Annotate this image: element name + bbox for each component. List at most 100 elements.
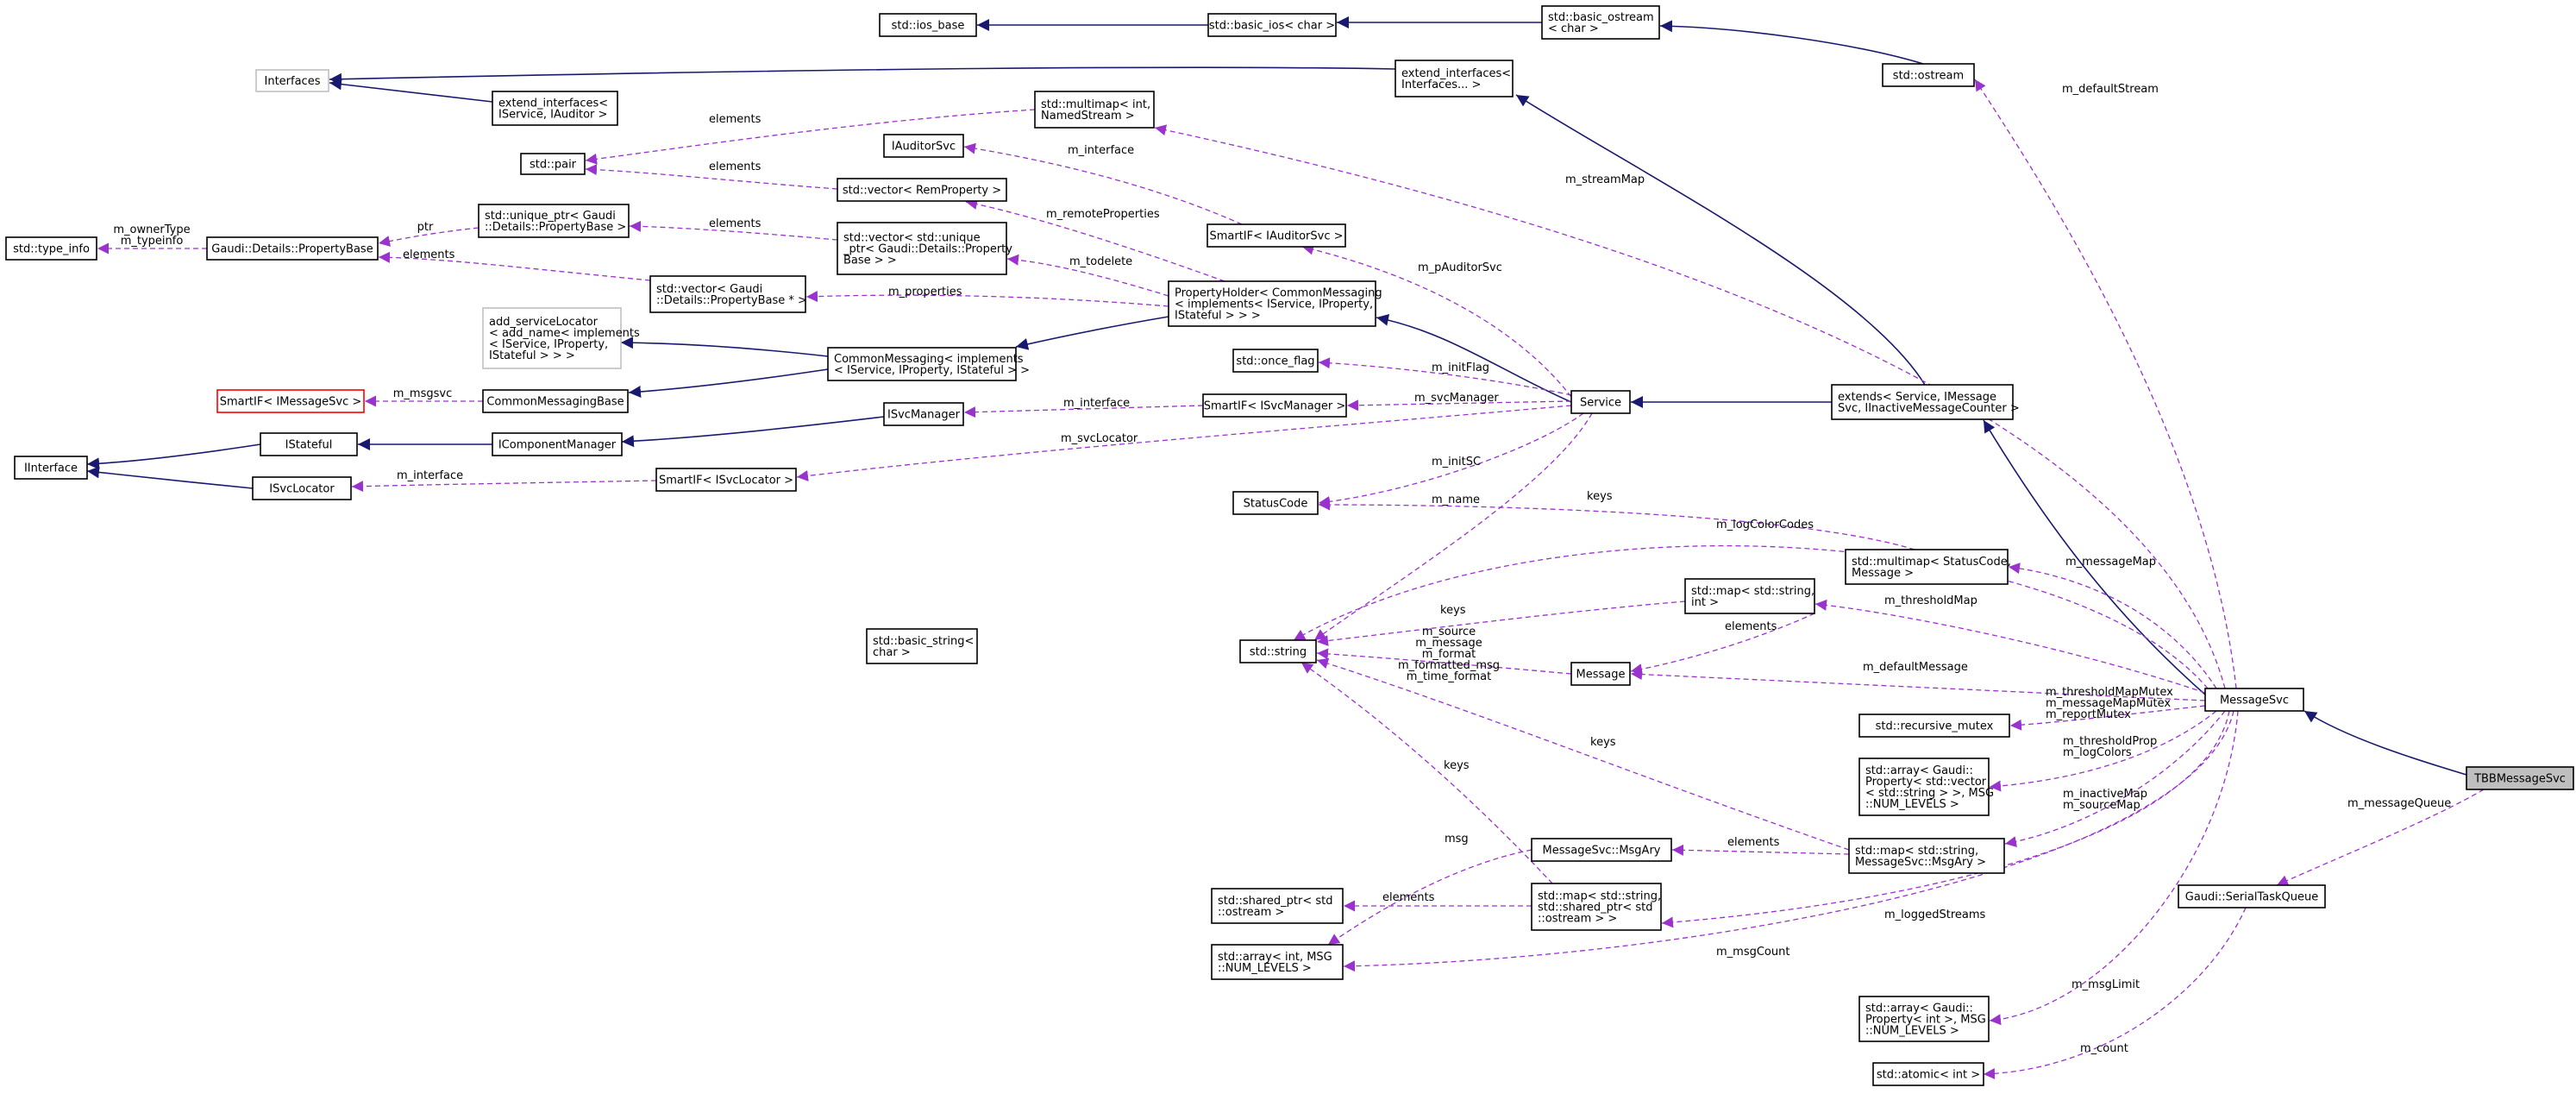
class-node-multimap-sc-msg[interactable]: std::multimap< StatusCode,Message > <box>1845 549 2011 585</box>
class-node-common-messaging-base[interactable]: CommonMessagingBase <box>482 389 629 413</box>
class-node-label: std::pair <box>530 159 577 172</box>
class-node-smartif-msgsvc[interactable]: SmartIF< IMessageSvc > <box>216 389 365 413</box>
class-node-icomponentmanager[interactable]: IComponentManager <box>492 432 623 456</box>
class-node-label: MessageSvc::MsgAry <box>1542 845 1660 858</box>
class-node-atomic-int[interactable]: std::atomic< int > <box>1872 1062 1984 1086</box>
class-node-istateful[interactable]: IStateful <box>260 432 358 456</box>
inheritance-arrow <box>329 66 1396 85</box>
inheritance-arrow <box>329 78 493 103</box>
class-node-extend-interfaces-var[interactable]: extend_interfaces<Interfaces... > <box>1395 60 1514 97</box>
class-node-array-int-levels[interactable]: std::array< int, MSG::NUM_LEVELS > <box>1211 944 1344 980</box>
edge-label-keys-multimap: keys <box>1587 490 1613 503</box>
class-node-recursive-mutex[interactable]: std::recursive_mutex <box>1858 714 2010 738</box>
edge-label-elements-unique: elements <box>709 217 762 230</box>
class-node-vector-remprop[interactable]: std::vector< RemProperty > <box>837 178 1007 202</box>
edge-label-ptr: ptr <box>417 221 434 234</box>
class-node-unique-ptr-pb[interactable]: std::unique_ptr< Gaudi::Details::Propert… <box>478 204 630 238</box>
edge-label-m-interface-auditor: m_interface <box>1068 144 1134 157</box>
usage-arrow <box>1989 710 2217 792</box>
class-node-label: IComponentManager <box>498 439 617 452</box>
class-node-isvclocator[interactable]: ISvcLocator <box>252 476 352 500</box>
usage-arrow <box>1983 907 2247 1080</box>
class-node-multimap-named[interactable]: std::multimap< int,NamedStream > <box>1034 91 1155 129</box>
usage-arrow <box>1346 399 1572 412</box>
class-node-label: std::basic_ios< char > <box>1209 20 1335 33</box>
class-node-label: StatusCode <box>1244 498 1308 511</box>
class-node-type-info[interactable]: std::type_info <box>5 236 97 261</box>
class-node-property-holder[interactable]: PropertyHolder< CommonMessaging< impleme… <box>1168 280 1382 327</box>
class-node-smartif-svcmanager[interactable]: SmartIF< ISvcManager > <box>1202 393 1347 418</box>
class-node-label: std::multimap< StatusCode,Message > <box>1852 556 2011 580</box>
class-node-label: std::vector< RemProperty > <box>843 185 1001 198</box>
class-node-label: std::string <box>1250 646 1307 659</box>
class-node-extend-interfaces-2[interactable]: extend_interfaces<IService, IAuditor > <box>492 91 618 126</box>
class-node-label: Service <box>1580 397 1621 410</box>
class-node-label: TBBMessageSvc <box>2473 773 2566 786</box>
class-node-std-ios-base[interactable]: std::ios_base <box>879 13 977 37</box>
class-node-label: std::multimap< int,NamedStream > <box>1041 98 1150 123</box>
class-node-label: std::shared_ptr< std::ostream > <box>1218 895 1333 919</box>
class-node-label: add_serviceLocator< add_name< implements… <box>489 316 640 362</box>
usage-arrow <box>1327 849 1532 946</box>
inheritance-arrow <box>86 443 261 470</box>
edge-label-m-streamMap: m_streamMap <box>1565 173 1645 186</box>
class-node-messagesvc[interactable]: MessageSvc <box>2204 688 2304 712</box>
class-node-std-ostream[interactable]: std::ostream <box>1882 63 1975 87</box>
class-node-array-prop-vector[interactable]: std::array< Gaudi::Property< std::vector… <box>1858 758 1994 816</box>
class-node-smartif-auditor[interactable]: SmartIF< IAuditorSvc > <box>1207 223 1346 248</box>
class-node-basic-ios[interactable]: std::basic_ios< char > <box>1207 13 1337 37</box>
inheritance-arrow <box>1515 94 1926 386</box>
class-node-tbb-messagesvc[interactable]: TBBMessageSvc <box>2466 766 2574 790</box>
class-node-iauditorsvc[interactable]: IAuditorSvc <box>883 134 964 158</box>
class-node-label: SmartIF< IMessageSvc > <box>220 396 362 409</box>
edge-label-keys-msgary: keys <box>1590 736 1616 749</box>
usage-arrow <box>2276 789 2485 886</box>
class-node-service[interactable]: Service <box>1570 390 1631 414</box>
usage-arrow <box>629 220 838 241</box>
class-node-smartif-svclocator[interactable]: SmartIF< ISvcLocator > <box>655 468 797 492</box>
edge-label-msg: msg <box>1445 833 1469 846</box>
class-node-isvcmanager[interactable]: ISvcManager <box>883 402 964 426</box>
edge-label-m-properties: m_properties <box>888 286 962 299</box>
class-node-label: SmartIF< IAuditorSvc > <box>1209 230 1343 243</box>
edge-label-keys-shared: keys <box>1444 759 1470 772</box>
class-node-serial-task-queue[interactable]: Gaudi::SerialTaskQueue <box>2178 884 2326 909</box>
class-node-std-pair[interactable]: std::pair <box>520 153 586 175</box>
edge-label-elements-msgary: elements <box>1727 836 1780 849</box>
class-node-shared-ptr-ostream[interactable]: std::shared_ptr< std::ostream > <box>1211 888 1344 924</box>
class-node-vector-unique-pb[interactable]: std::vector< std::unique_ptr< Gaudi::Det… <box>837 222 1012 275</box>
edge-label-m-svcLocator: m_svcLocator <box>1061 432 1138 445</box>
class-node-basic-string[interactable]: std::basic_string<char > <box>866 628 978 664</box>
edge-label-m-svcManager: m_svcManager <box>1414 392 1499 405</box>
class-node-statuscode[interactable]: StatusCode <box>1232 491 1319 515</box>
class-node-common-messaging[interactable]: CommonMessaging< implements< IService, I… <box>827 347 1030 381</box>
class-node-label: std::type_info <box>13 243 90 256</box>
usage-arrow <box>351 480 657 493</box>
class-node-vector-pb-ptr[interactable]: std::vector< Gaudi::Details::PropertyBas… <box>649 275 807 313</box>
class-node-interfaces[interactable]: Interfaces <box>255 69 329 92</box>
class-node-property-base[interactable]: Gaudi::Details::PropertyBase <box>206 236 379 261</box>
class-node-label: std::map< std::string,MessageSvc::MsgAry… <box>1855 845 1986 869</box>
class-node-label: std::basic_string<char > <box>873 635 974 659</box>
class-node-map-string-msgary[interactable]: std::map< std::string,MessageSvc::MsgAry… <box>1848 838 2005 874</box>
edge-label-m-initFlag: m_initFlag <box>1432 362 1489 374</box>
class-node-label: Gaudi::Details::PropertyBase <box>211 243 373 256</box>
class-node-message[interactable]: Message <box>1570 662 1631 686</box>
edge-label-m-msgCount: m_msgCount <box>1716 946 1789 959</box>
class-node-add-service-locator[interactable]: add_serviceLocator< add_name< implements… <box>482 307 640 369</box>
class-node-basic-ostream[interactable]: std::basic_ostream< char > <box>1541 5 1660 40</box>
class-node-std-string[interactable]: std::string <box>1239 639 1317 663</box>
class-node-array-prop-int[interactable]: std::array< Gaudi::Property< int >, MSG:… <box>1858 996 1990 1042</box>
class-node-iinterface[interactable]: IInterface <box>14 456 88 480</box>
class-node-map-string-sharedptr[interactable]: std::map< std::string,std::shared_ptr< s… <box>1531 883 1662 931</box>
class-node-once-flag[interactable]: std::once_flag <box>1232 349 1319 373</box>
class-node-map-string-int[interactable]: std::map< std::string,int > <box>1684 578 1815 614</box>
class-node-label: std::vector< Gaudi::Details::PropertyBas… <box>656 283 807 307</box>
class-node-msgary[interactable]: MessageSvc::MsgAry <box>1531 838 1672 862</box>
